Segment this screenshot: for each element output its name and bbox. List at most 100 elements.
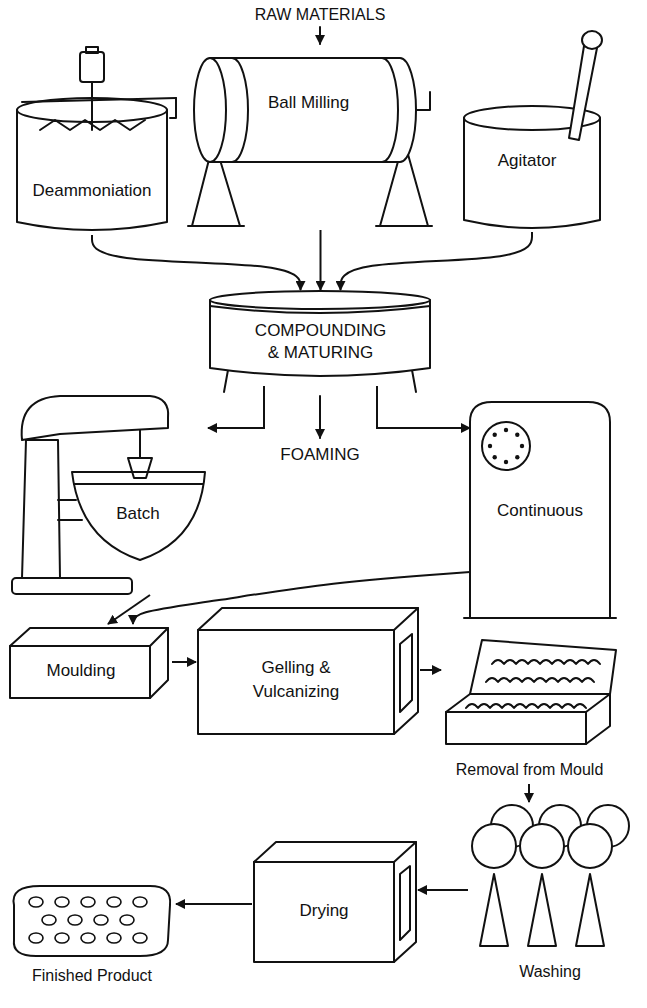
flow-arrow (208, 386, 264, 428)
stage-name: Drying (254, 900, 394, 921)
tray-side (586, 694, 610, 744)
mill-drum-end (194, 58, 226, 162)
flow-arrow (176, 903, 252, 905)
foam-cell (81, 897, 95, 907)
tank-crossbar (22, 98, 176, 102)
stage-name: Washing (468, 962, 632, 982)
mixing-tank: Deammoniation (8, 46, 176, 235)
compounding-vat: COMPOUNDING & MATURING (207, 290, 434, 386)
flow-arrow (528, 784, 530, 802)
feed-arrow (319, 27, 321, 44)
label-holder: FOAMING (260, 444, 380, 465)
stirrer-paddles (40, 120, 145, 130)
stage-name: Agitator (470, 150, 584, 171)
spray-nozzle (528, 874, 556, 946)
oven-front (198, 630, 394, 734)
dryer-opening (400, 866, 410, 940)
continuous-foamer: Continuous (470, 402, 610, 618)
foam-cell (133, 933, 147, 943)
agitator-motor (582, 31, 602, 49)
dryer-side (394, 842, 416, 962)
open-mould: Removal from Mould (441, 636, 618, 784)
stage-name: Batch (90, 503, 186, 524)
foamer-body (470, 402, 610, 618)
stage-name: Moulding (10, 660, 152, 681)
dial-dot (504, 428, 508, 432)
stage-name: Deammoniation (8, 180, 176, 201)
flow-arrow (133, 572, 470, 624)
dial-dot (520, 444, 524, 448)
foam-cell (29, 897, 43, 907)
line-art (10, 27, 629, 962)
dryer-top (254, 842, 416, 862)
foamer-base (464, 617, 616, 619)
dial-dot (504, 460, 508, 464)
flow-arrow (172, 661, 196, 663)
spray-nozzle (576, 874, 604, 946)
mixer-base (12, 578, 132, 594)
flow-arrow (341, 232, 533, 290)
stage-label: FOAMING (260, 444, 380, 465)
oven-side (394, 608, 418, 734)
foam-cells (29, 897, 147, 943)
foam-cell (94, 915, 108, 925)
curing-oven: Gelling & Vulcanizing (196, 606, 420, 736)
foam-cell (42, 915, 56, 925)
crank-handle (170, 98, 176, 118)
foam-product: Finished Product (8, 882, 176, 990)
wash-roller (568, 824, 612, 868)
mixer-head (22, 396, 169, 440)
oven-opening (400, 634, 412, 712)
foam-cell (55, 897, 69, 907)
stirrer-shaft (91, 82, 93, 130)
foam-cell (29, 933, 43, 943)
lid-cores (486, 678, 594, 682)
tray-top (446, 694, 610, 712)
stage-name: COMPOUNDING & MATURING (250, 320, 391, 364)
flow-arrow (377, 386, 470, 428)
stand-base (188, 225, 244, 227)
mould-side (150, 628, 168, 698)
foam-cell (133, 897, 147, 907)
stirrer-motor (80, 52, 104, 82)
tray-front (446, 712, 586, 744)
dial-dot (515, 433, 519, 437)
lid-cores (492, 660, 600, 664)
oven-top (198, 608, 418, 630)
batch-mixer: Batch (8, 389, 208, 595)
bowl-clamp (58, 500, 82, 520)
spray-nozzle (480, 874, 508, 946)
foam-cell (68, 915, 82, 925)
ball-mill: Ball Milling (182, 46, 435, 230)
wash-roller (472, 824, 516, 868)
mixer-bowl (72, 472, 205, 560)
vat-leg (412, 370, 416, 392)
tray-cores (466, 704, 586, 708)
drying-chamber: Drying (252, 842, 418, 964)
beater (128, 458, 152, 478)
foaming-arrow (319, 396, 321, 438)
foam-cell (107, 897, 121, 907)
foam-cell (107, 933, 121, 943)
drum-rib (232, 58, 248, 162)
stage-name: Finished Product (8, 966, 176, 986)
vat-rim (210, 291, 430, 309)
stage-name: Gelling & Vulcanizing (231, 656, 361, 704)
flow-arrow (418, 889, 468, 891)
label-holder: RAW MATERIALS (200, 5, 440, 25)
stage-name: Ball Milling (182, 92, 435, 113)
dial-dot (493, 455, 497, 459)
flow-arrow (108, 595, 150, 624)
washing-rollers: Washing (468, 802, 632, 990)
mould-box: Moulding (8, 624, 172, 700)
input-label: RAW MATERIALS (200, 5, 440, 25)
dryer-front (254, 862, 394, 962)
dial-marks (488, 428, 524, 464)
dial-dot (515, 455, 519, 459)
flow-arrow (320, 230, 322, 290)
mould-lid (470, 640, 616, 694)
stage-name: Continuous (470, 500, 610, 521)
stirrer-cap (86, 47, 98, 53)
foam-cell (120, 915, 134, 925)
